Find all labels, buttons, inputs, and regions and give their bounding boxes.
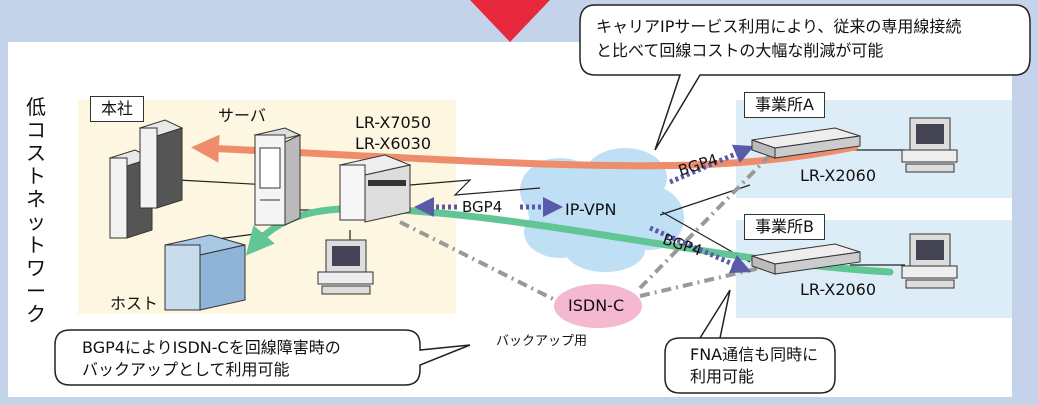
site-b-router-model: LR-X2060	[800, 280, 877, 299]
site-b-router-icon	[751, 243, 861, 275]
bgp-arrows	[414, 144, 755, 274]
bgp-label-hq: BGP4	[462, 198, 503, 216]
isdn-c-node	[554, 284, 642, 328]
callouts	[54, 4, 1031, 394]
callout-left-line1: BGP4によりISDN-Cを回線障害時の	[82, 338, 341, 357]
hq-label-box: 本社	[90, 96, 145, 122]
callout-left-bubble	[54, 329, 471, 386]
callout-top-line1: キャリアIPサービス利用により、従来の専用線接続	[596, 17, 962, 36]
site-a-router-icon	[751, 127, 861, 159]
callout-right-line2: 利用可能	[690, 367, 755, 386]
host-label: ホスト	[110, 294, 159, 313]
isdn-c-label: ISDN-C	[568, 296, 625, 315]
router-model-2: LR-X6030	[355, 134, 432, 153]
ip-vpn-label: IP-VPN	[565, 200, 617, 219]
site-a-router-model: LR-X2060	[800, 166, 877, 185]
orange-traffic-arrow	[191, 134, 859, 170]
core-router-icon	[338, 154, 412, 223]
site-a-label-box: 事業所A	[744, 92, 825, 118]
site-a-pc-icon	[901, 117, 958, 173]
site-b-label-box: 事業所B	[744, 214, 825, 240]
host-mainframe-icon	[164, 234, 246, 311]
hq-pc-icon	[317, 239, 374, 295]
callout-right-line1: FNA通信も同時に	[690, 345, 819, 364]
backup-label: バックアップ用	[496, 334, 588, 349]
red-down-marker	[470, 0, 550, 42]
server-towers-icon	[108, 119, 184, 239]
callout-right-bubble	[664, 289, 836, 394]
callout-top-bubble	[579, 4, 1031, 151]
callout-left-line2: バックアップとして利用可能	[82, 360, 290, 379]
server-rack-icon	[253, 127, 302, 226]
router-model-1: LR-X7050	[355, 113, 432, 132]
callout-top-line2: と比べて回線コストの大幅な削減が可能	[596, 41, 884, 60]
backup-links	[399, 148, 777, 302]
ip-vpn-cloud	[520, 148, 684, 272]
site-b-pc-icon	[901, 233, 958, 289]
server-label: サーバ	[218, 106, 266, 125]
side-title: 低コストネットワーク	[26, 95, 46, 326]
